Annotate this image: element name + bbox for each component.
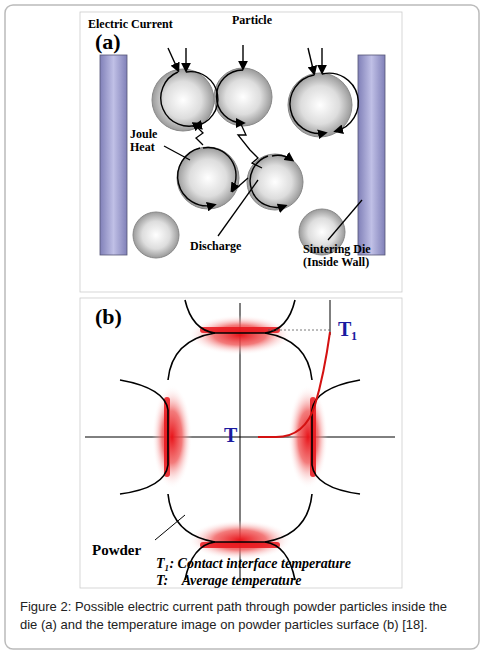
symbol-label: T₁ (338, 318, 357, 340)
annotation-label: Sintering Die (Inside Wall) (303, 243, 393, 269)
symbol-label: T (224, 424, 237, 446)
panel-letter: (a) (95, 30, 121, 54)
part-label: Powder (92, 542, 141, 559)
annotation-label: Discharge (190, 240, 241, 253)
panel-letter: (b) (95, 305, 122, 329)
annotation-label: Particle (232, 14, 272, 27)
figure-caption: Figure 2: Possible electric current path… (20, 598, 468, 633)
legend-note: T: Average temperature (156, 573, 302, 588)
legend-note: T₁: Contact interface temperature (156, 556, 351, 571)
annotation-label: Electric Current (88, 18, 173, 31)
annotation-label: Joule Heat (130, 128, 170, 154)
